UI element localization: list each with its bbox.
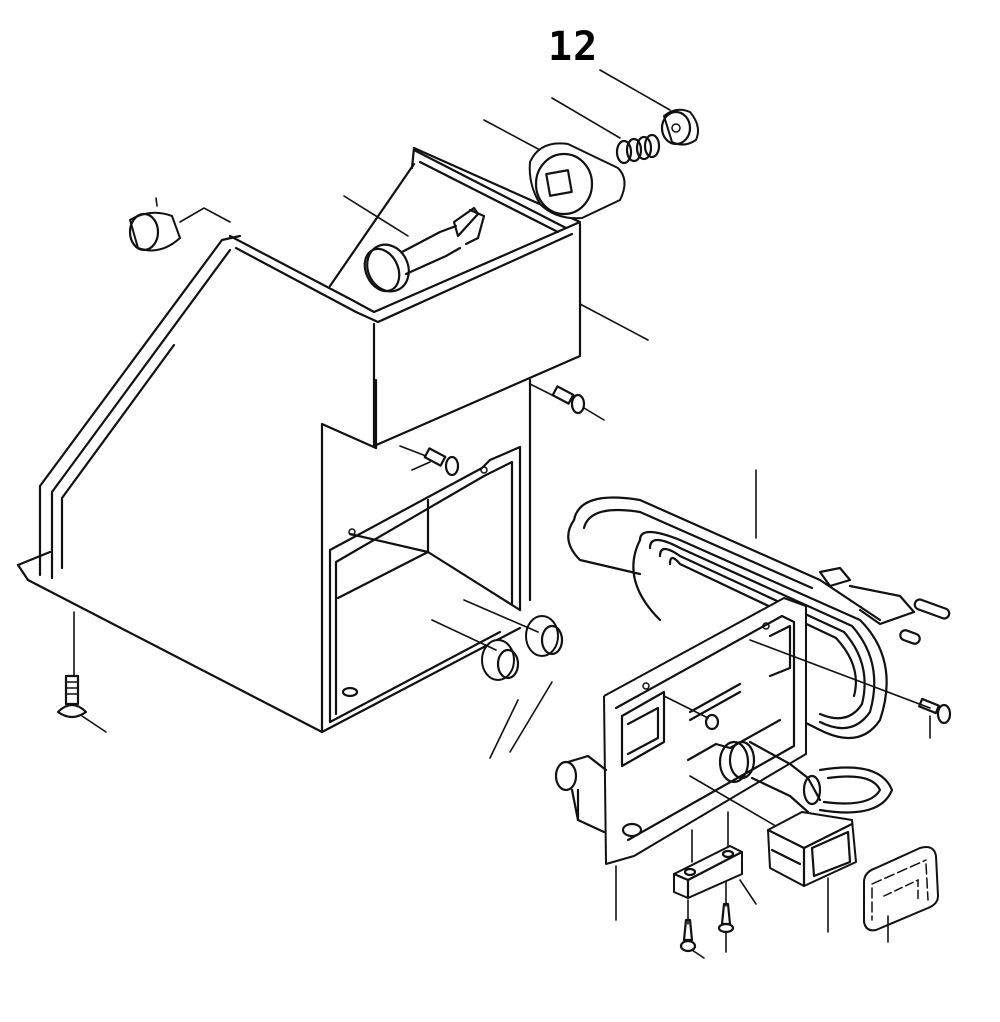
- bearing-block: [483, 119, 626, 220]
- knob-small: [128, 197, 231, 252]
- switch-cover: [863, 846, 939, 943]
- terminal-screws: [679, 881, 735, 959]
- panel-screw: [663, 639, 952, 739]
- lamp-holder: [363, 206, 486, 293]
- rocker-switch: [766, 811, 857, 933]
- figure-number-label: 12: [548, 24, 599, 70]
- base-frame: [16, 234, 532, 734]
- spring: [551, 97, 661, 165]
- power-cord: [567, 469, 951, 814]
- grommets: [431, 599, 564, 759]
- side-screw-upper: [529, 383, 605, 421]
- knob-left: [554, 754, 608, 834]
- front-panel: [603, 597, 807, 921]
- terminal-block: [672, 811, 757, 905]
- upper-housing: [228, 146, 649, 448]
- side-screw-lower: [399, 445, 460, 477]
- cap-nut: [599, 69, 699, 146]
- base-screw: [56, 611, 107, 733]
